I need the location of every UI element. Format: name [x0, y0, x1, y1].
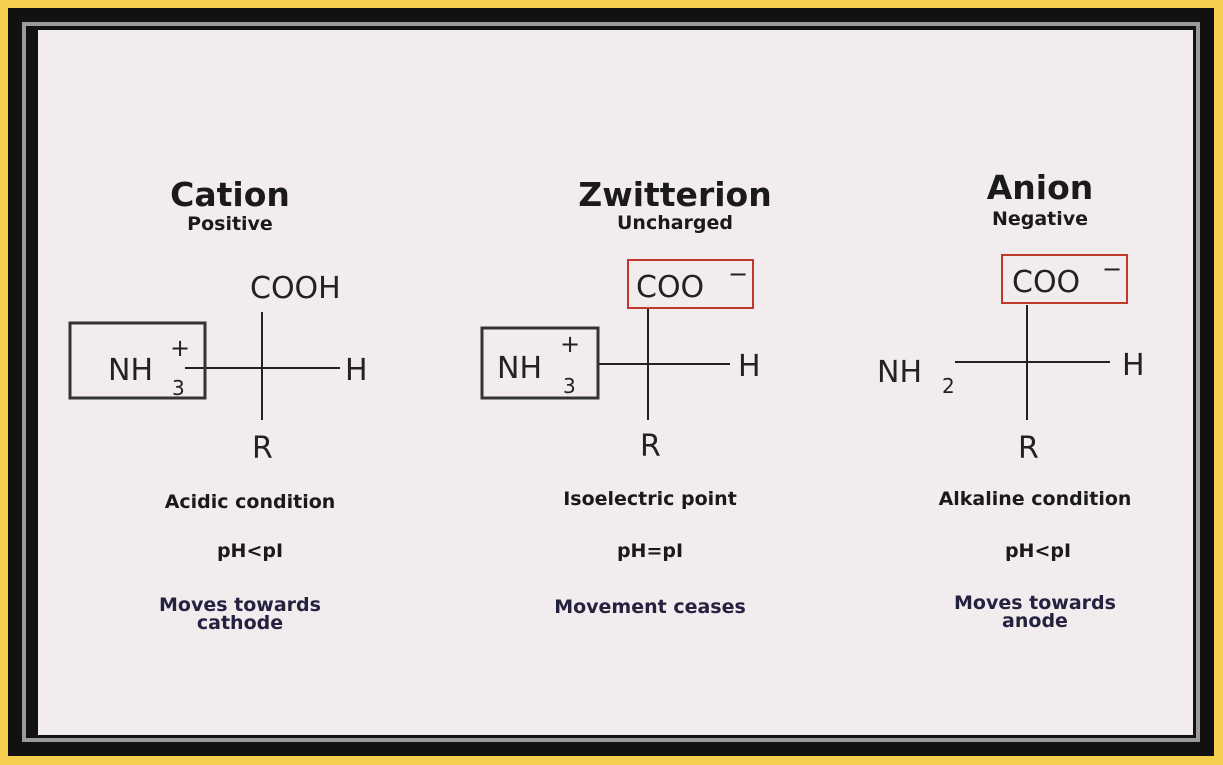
cation-left-sub: 3 — [172, 376, 185, 400]
cation-subtitle: Positive — [187, 213, 273, 235]
zwitterion-condition: Isoelectric point — [563, 488, 737, 510]
zwitterion-left-sup: + — [560, 330, 580, 358]
anion-left-group: NH — [877, 355, 922, 390]
zwitterion-movement: Movement ceases — [515, 596, 785, 618]
cation-movement-line2: cathode — [196, 612, 284, 634]
zwitterion-subtitle: Uncharged — [616, 212, 734, 234]
anion-carboxyl-box — [1001, 254, 1128, 304]
anion-ph: pH<pI — [1004, 540, 1072, 562]
zwitterion-ph: pH=pI — [616, 540, 684, 562]
anion-movement-line1: Moves towards — [954, 592, 1116, 614]
anion-left-sub: 2 — [942, 374, 955, 398]
zwitterion-carboxyl-box — [627, 259, 754, 309]
cation-title: Cation — [170, 175, 290, 214]
cation-ph: pH<pI — [216, 540, 284, 562]
cation-movement: Moves towards cathode — [120, 594, 360, 634]
cation-left-group: NH — [108, 353, 153, 388]
zwitterion-right-group: H — [738, 349, 761, 384]
zwitterion-left-group: NH — [497, 351, 542, 386]
cation-right-group: H — [345, 353, 368, 388]
zwitterion-title: Zwitterion — [578, 175, 772, 214]
zwitterion-left-sub: 3 — [563, 374, 576, 398]
zwitterion-amino-box — [480, 326, 600, 400]
cation-structure: COOH NH 3 + H R — [68, 271, 368, 466]
anion-condition: Alkaline condition — [938, 488, 1132, 510]
anion-movement: Moves towards anode — [915, 592, 1155, 632]
zwitterion-structure: COO − NH 3 + H R — [480, 259, 761, 464]
anion-top-sup: − — [1102, 255, 1122, 283]
anion-subtitle: Negative — [991, 208, 1089, 230]
cation-movement-line1: Moves towards — [159, 594, 321, 616]
anion-right-group: H — [1122, 348, 1145, 383]
anion-top-group: COO — [1012, 265, 1080, 300]
zwitterion-top-group: COO — [636, 270, 704, 305]
anion-title: Anion — [986, 168, 1094, 207]
anion-movement-line2: anode — [1002, 610, 1068, 632]
cation-amino-box — [68, 321, 207, 400]
cation-left-sup: + — [170, 334, 190, 362]
zwitterion-movement-line1: Movement ceases — [554, 596, 746, 618]
zwitterion-top-sup: − — [728, 260, 748, 288]
anion-bottom-group: R — [1018, 431, 1039, 466]
board — [38, 30, 1193, 735]
cation-bottom-group: R — [252, 431, 273, 466]
anion-structure: COO − NH 2 H R — [877, 254, 1145, 466]
cation-top-group: COOH — [250, 271, 341, 306]
cation-condition: Acidic condition — [164, 491, 336, 513]
zwitterion-bottom-group: R — [640, 429, 661, 464]
